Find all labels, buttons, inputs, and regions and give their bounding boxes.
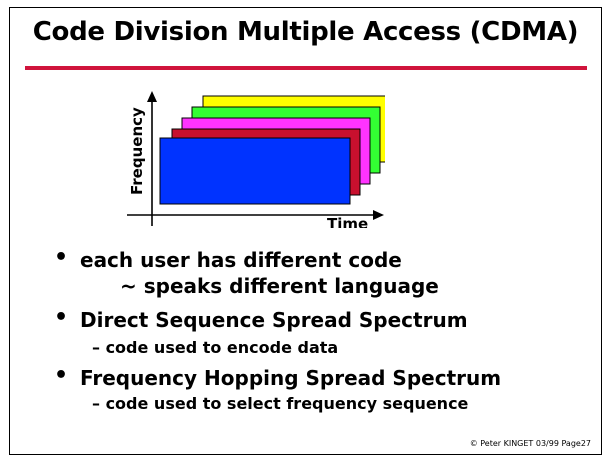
bullet-dot: •: [54, 245, 69, 270]
bullet-1: each user has different code: [80, 248, 402, 272]
y-axis-label: Frequency: [128, 107, 146, 195]
bullet-dot: •: [54, 363, 69, 388]
bullet-3: Frequency Hopping Spread Spectrum: [80, 366, 502, 390]
footer-credit: © Peter KINGET 03/99 Page27: [469, 439, 591, 448]
bullet-2-sub: – code used to encode data: [92, 338, 339, 357]
y-axis-arrowhead: [147, 91, 157, 102]
x-axis-label: Time: [327, 215, 368, 228]
bullet-3-sub: – code used to select frequency sequence: [92, 394, 469, 413]
page-title: Code Division Multiple Access (CDMA): [32, 17, 579, 47]
x-axis-arrowhead: [373, 210, 384, 220]
bullet-2: Direct Sequence Spread Spectrum: [80, 308, 468, 332]
cdma-diagram: Frequency Time: [127, 91, 385, 228]
title-rule: [25, 66, 587, 70]
slide: Code Division Multiple Access (CDMA) Fre…: [9, 7, 602, 455]
code-layer-blue: [159, 137, 351, 205]
bullet-dot: •: [54, 305, 69, 330]
bullet-1-sub: ~ speaks different language: [120, 274, 439, 298]
